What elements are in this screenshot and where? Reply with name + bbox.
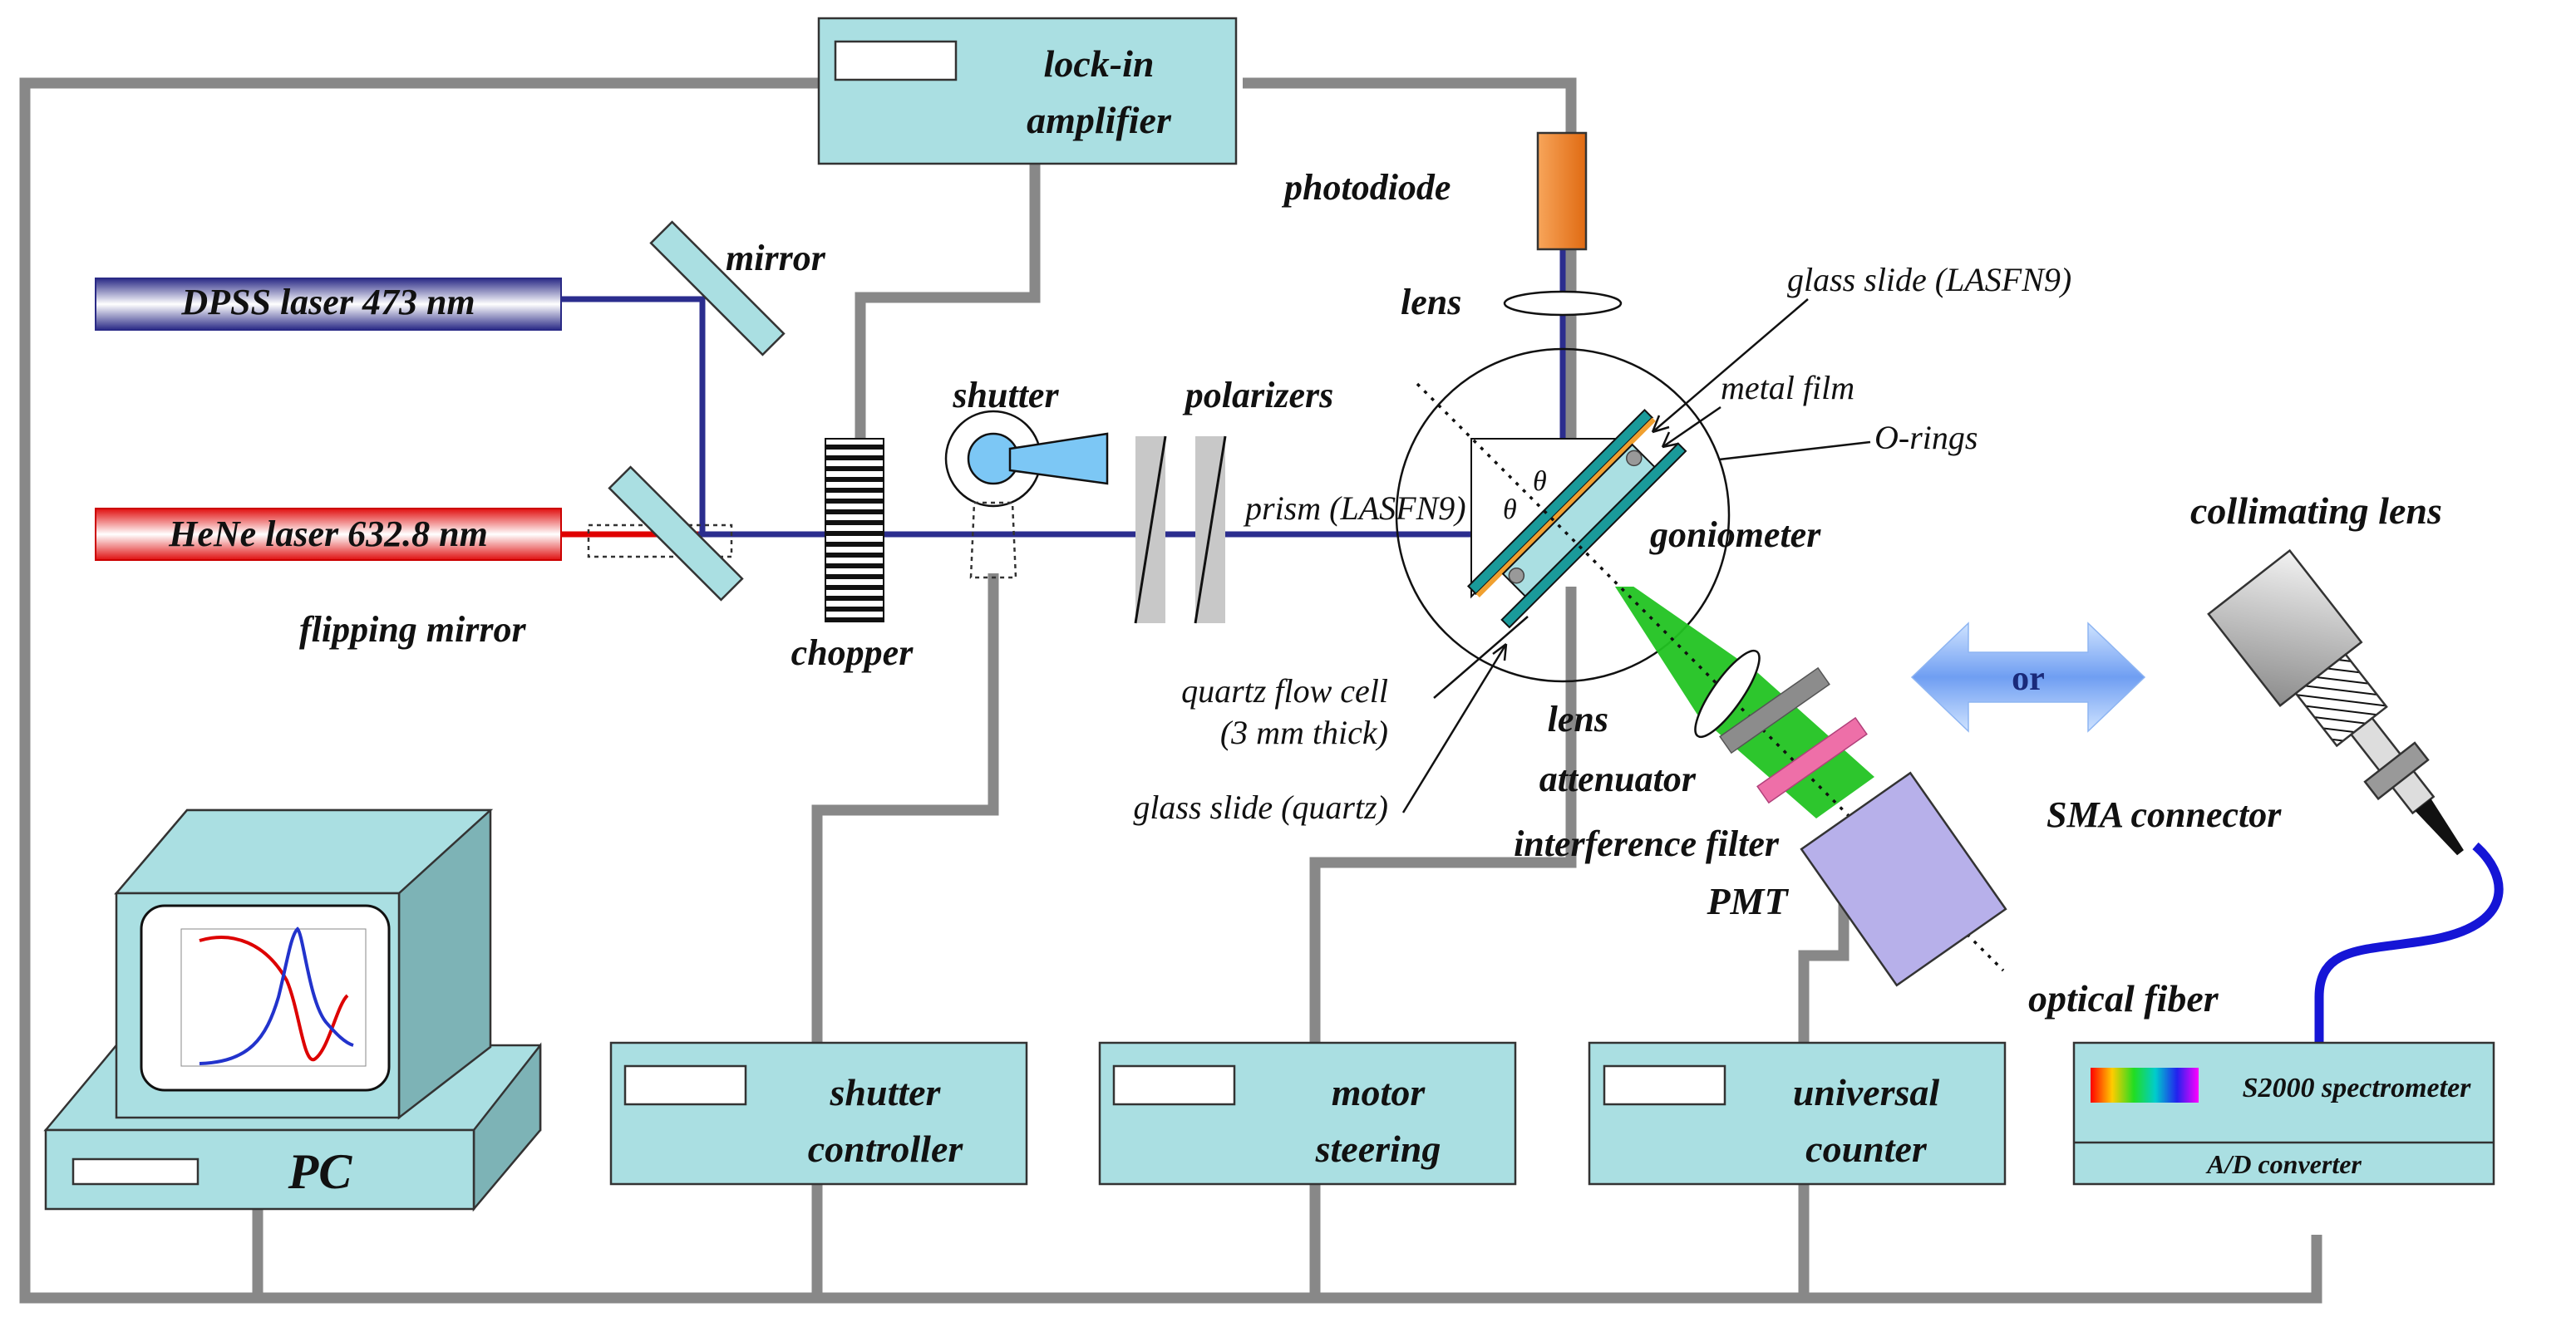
- lockin-label-2: amplifier: [1027, 99, 1172, 141]
- glass-slide-lasfn9-label: glass slide (LASFN9): [1787, 261, 2071, 298]
- pc-label: PC: [288, 1144, 353, 1199]
- monitor-screen: [140, 904, 391, 1092]
- universal-counter: universal counter: [1588, 1041, 2007, 1186]
- interference-filter-icon: [1756, 716, 1868, 804]
- shutter-controller-label-1: shutter: [830, 1071, 942, 1113]
- attenuator-label: attenuator: [1539, 759, 1697, 799]
- pmt-icon: [1800, 771, 2007, 987]
- flow-cell-label-2: (3 mm thick): [1220, 714, 1388, 751]
- motor-steering-label-1: motor: [1332, 1071, 1426, 1113]
- motor-steering-label-2: steering: [1315, 1128, 1441, 1170]
- metal-film-label: metal film: [1721, 369, 1854, 406]
- lockin-label-1: lock-in: [1044, 42, 1155, 85]
- optical-fiber-label: optical fiber: [2028, 977, 2219, 1020]
- interference-filter-label: interference filter: [1514, 823, 1780, 864]
- sma-connector-label: SMA connector: [2047, 794, 2282, 835]
- optical-fiber: [2314, 842, 2504, 1045]
- chopper-label: chopper: [791, 632, 914, 673]
- lens-top-icon: [1503, 290, 1623, 317]
- shutter-controller-label-2: controller: [808, 1128, 964, 1170]
- pmt-label: PMT: [1706, 880, 1789, 922]
- lockin-display: [834, 40, 958, 81]
- annotation-arrows: [1401, 298, 1871, 813]
- universal-counter-label-2: counter: [1805, 1128, 1928, 1170]
- collimator-icon: [2207, 548, 2464, 856]
- attenuator-icon: [1719, 666, 1830, 754]
- cable-network: [19, 77, 2322, 1304]
- glass-slide-quartz-label: glass slide (quartz): [1133, 789, 1388, 826]
- flow-cell-label-1: quartz flow cell: [1181, 672, 1388, 710]
- mirror-label: mirror: [726, 238, 826, 278]
- shutter-label: shutter: [952, 375, 1059, 415]
- mirror-icon: [649, 220, 786, 356]
- spectrometer: S2000 spectrometer A/D converter: [2072, 1041, 2495, 1186]
- prism-label: prism (LASFN9): [1243, 489, 1466, 527]
- hene-label: HeNe laser 632.8 nm: [168, 514, 488, 554]
- shutter-icon: [944, 410, 1109, 579]
- sample-stack: [1466, 408, 1687, 629]
- screen-plot: [180, 926, 367, 1067]
- dpss-label: DPSS laser 473 nm: [180, 282, 475, 322]
- lens-bottom-label: lens: [1548, 699, 1608, 740]
- glass-slide-quartz: [1500, 442, 1687, 629]
- spectrum-icon: [2091, 1068, 2199, 1103]
- dpss-laser: DPSS laser 473 nm: [95, 278, 562, 331]
- collimating-lens-label: collimating lens: [2190, 489, 2442, 532]
- lockin-amplifier: lock-in amplifier: [817, 17, 1238, 165]
- or-label: or: [2012, 660, 2045, 698]
- spectrometer-label: S2000 spectrometer: [2243, 1073, 2472, 1103]
- ad-converter-label: A/D converter: [2205, 1149, 2362, 1179]
- hene-laser: HeNe laser 632.8 nm: [95, 508, 562, 561]
- chopper-icon: [825, 438, 884, 622]
- polarizer-icon: [1134, 435, 1227, 624]
- flipping-mirror-label: flipping mirror: [299, 609, 526, 650]
- shutter-controller: shutter controller: [609, 1041, 1028, 1186]
- universal-counter-label-1: universal: [1793, 1071, 1940, 1113]
- goniometer-stage: [1395, 347, 1731, 683]
- metal-film: [1475, 417, 1656, 597]
- lens-bottom-icon: [1694, 649, 1761, 739]
- theta-1: θ: [1533, 466, 1547, 497]
- photodiode-label: photodiode: [1281, 167, 1451, 208]
- glass-slide-lasfn9: [1466, 408, 1654, 596]
- flipping-mirror-icon: [587, 465, 744, 602]
- orings-label: O-rings: [1874, 419, 1978, 456]
- goniometer-label: goniometer: [1649, 514, 1821, 555]
- theta-2: θ: [1503, 494, 1517, 525]
- double-arrow-icon: or: [1910, 622, 2146, 733]
- polarizers-label: polarizers: [1182, 375, 1333, 415]
- computer-icon: PC: [43, 808, 542, 1212]
- photodiode-icon: [1536, 131, 1588, 251]
- lens-top-label: lens: [1401, 282, 1461, 322]
- motor-steering: motor steering: [1098, 1041, 1517, 1186]
